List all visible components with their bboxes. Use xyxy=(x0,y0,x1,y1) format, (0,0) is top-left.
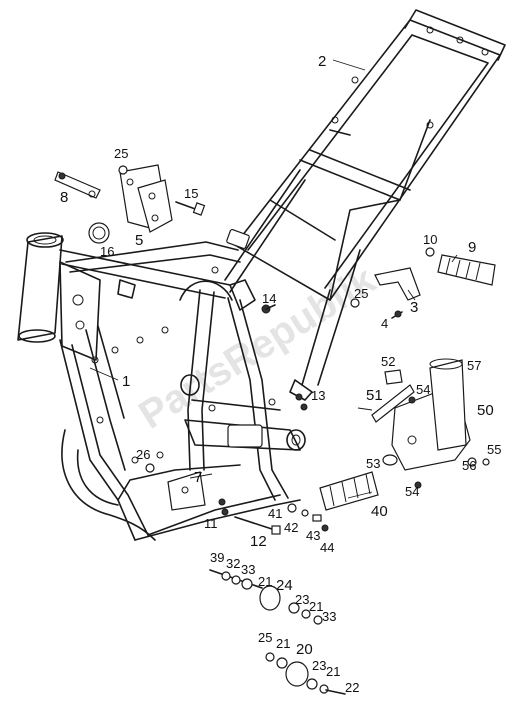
footpeg-part-40 xyxy=(319,471,379,511)
label-part-2: 2 xyxy=(318,53,326,70)
label-part-20: 20 xyxy=(296,641,313,658)
label-part-33-lower: 33 xyxy=(322,609,336,624)
label-part-15: 15 xyxy=(184,186,198,201)
label-part-44: 44 xyxy=(320,540,334,555)
label-part-3: 3 xyxy=(410,299,418,316)
label-part-42: 42 xyxy=(284,520,298,535)
label-part-54-bottom: 54 xyxy=(405,484,419,499)
bolt-part-4 xyxy=(391,310,403,319)
label-part-11: 11 xyxy=(204,516,218,531)
bracket-part-5 xyxy=(119,164,173,233)
clamp-bracket-part-8 xyxy=(54,171,101,199)
bolt-part-12 xyxy=(234,516,281,535)
label-part-1: 1 xyxy=(122,373,130,390)
label-part-24: 24 xyxy=(276,577,293,594)
label-part-7: 7 xyxy=(194,469,202,486)
label-part-8: 8 xyxy=(60,189,68,206)
label-part-13: 13 xyxy=(311,388,325,403)
washer-part-55 xyxy=(482,458,490,466)
bushing-stack-upper xyxy=(209,569,323,625)
label-part-5: 5 xyxy=(135,232,143,249)
rear-subframe xyxy=(224,9,506,401)
label-part-26: 26 xyxy=(136,447,150,462)
washer-part-25-top xyxy=(118,165,128,175)
label-part-33-upper: 33 xyxy=(241,562,255,577)
label-part-57: 57 xyxy=(467,358,481,373)
label-part-14: 14 xyxy=(262,291,276,306)
bolt-part-13 xyxy=(295,393,308,411)
label-part-25-top: 25 xyxy=(114,146,128,161)
label-part-52: 52 xyxy=(381,354,395,369)
cap-part-16 xyxy=(88,222,110,244)
washer-part-25-right xyxy=(350,298,360,308)
part-labels: 2 25 8 15 5 16 10 9 14 25 3 4 52 57 1 51… xyxy=(60,53,501,695)
label-part-50: 50 xyxy=(477,402,494,419)
label-part-25-bottom: 25 xyxy=(258,630,272,645)
label-part-22: 22 xyxy=(345,680,359,695)
leader-lines xyxy=(89,59,458,499)
nut-part-26 xyxy=(145,463,155,473)
label-part-55: 55 xyxy=(487,442,501,457)
bushing-stack-lower xyxy=(265,652,346,695)
label-part-40: 40 xyxy=(371,503,388,520)
bolt-part-14 xyxy=(261,304,276,314)
label-part-16: 16 xyxy=(100,244,114,259)
label-part-21-b: 21 xyxy=(309,599,323,614)
strut-part-51 xyxy=(371,384,415,423)
label-part-43: 43 xyxy=(306,528,320,543)
bracket-part-3 xyxy=(374,267,421,301)
bolt-part-15 xyxy=(175,201,206,216)
label-part-23-b: 23 xyxy=(312,658,326,673)
tank-part-57 xyxy=(429,358,467,451)
label-part-23-a: 23 xyxy=(295,592,309,607)
label-part-54-top: 54 xyxy=(416,382,430,397)
label-part-53: 53 xyxy=(366,456,380,471)
spacer-part-53 xyxy=(382,454,398,466)
label-part-39: 39 xyxy=(210,550,224,565)
label-part-21-c: 21 xyxy=(276,636,290,651)
nut-part-56 xyxy=(467,457,477,467)
label-part-21-a: 21 xyxy=(258,574,272,589)
label-part-10: 10 xyxy=(423,232,437,247)
footrest-part-9 xyxy=(437,254,496,286)
watermark: PartsRepublik xyxy=(131,257,383,437)
bolt-part-11 xyxy=(218,498,229,516)
label-part-56: 56 xyxy=(462,458,476,473)
label-part-32: 32 xyxy=(226,556,240,571)
bolt-part-54-top xyxy=(408,396,416,404)
bolt-part-54-bottom xyxy=(414,481,422,489)
label-part-9: 9 xyxy=(468,239,476,256)
label-part-25-right: 25 xyxy=(354,286,368,301)
label-part-41: 41 xyxy=(268,506,282,521)
label-part-21-d: 21 xyxy=(326,664,340,679)
label-part-12: 12 xyxy=(250,533,267,550)
main-frame xyxy=(17,232,306,541)
bolt-part-10 xyxy=(425,247,435,257)
small-parts-41-44 xyxy=(287,503,329,532)
label-part-4: 4 xyxy=(381,316,388,331)
plate-part-52 xyxy=(384,369,403,385)
label-part-51: 51 xyxy=(366,387,383,404)
